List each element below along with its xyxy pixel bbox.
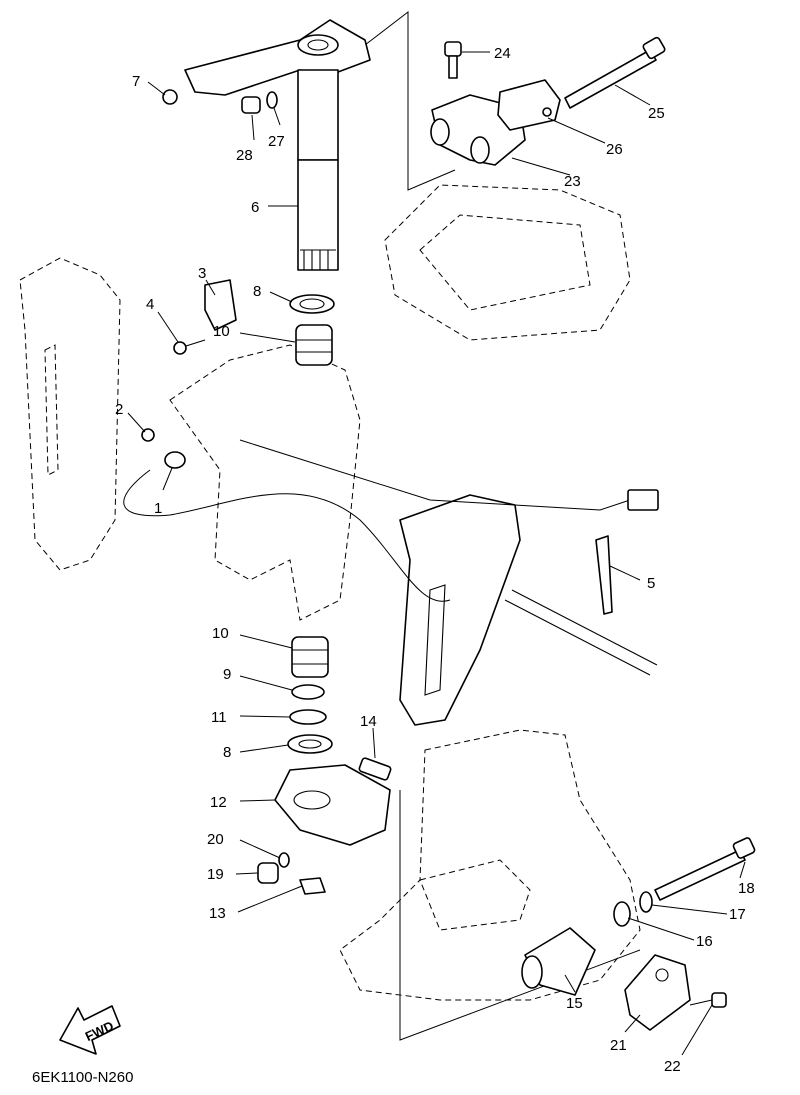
washer-8-bottom xyxy=(287,734,333,754)
wire-lead xyxy=(123,469,451,602)
bushing-15 xyxy=(521,927,596,996)
washer-16 xyxy=(613,901,631,927)
callout-25: 25 xyxy=(648,105,665,122)
callout-5: 5 xyxy=(647,575,655,592)
callout-20: 20 xyxy=(207,831,224,848)
callout-27: 27 xyxy=(268,133,285,150)
callout-26: 26 xyxy=(606,141,623,158)
callout-13: 13 xyxy=(209,905,226,922)
o-ring-9 xyxy=(291,684,325,700)
nut-28 xyxy=(241,96,261,114)
lead-wire-1 xyxy=(164,451,186,469)
assembly-line-bottom xyxy=(399,790,641,1041)
callout-24: 24 xyxy=(494,45,511,62)
housing-12 xyxy=(274,764,391,846)
bushing-bottom-10 xyxy=(291,636,329,678)
callout-7: 7 xyxy=(132,73,140,90)
diagram-code: 6EK1100-N260 xyxy=(32,1069,133,1086)
callout-9: 9 xyxy=(223,666,231,683)
washer-27 xyxy=(266,91,278,109)
bolt-25 xyxy=(564,36,666,109)
cap-19 xyxy=(257,862,279,884)
callout-28: 28 xyxy=(236,147,253,164)
ground-lead xyxy=(239,439,631,511)
callout-15: 15 xyxy=(566,995,583,1012)
cable-tie-5 xyxy=(595,535,613,615)
bracket-3 xyxy=(204,279,237,331)
callout-21: 21 xyxy=(610,1037,627,1054)
washer-11 xyxy=(289,709,327,725)
washer-20 xyxy=(278,852,290,868)
bolt-7 xyxy=(162,89,178,105)
bolt-24 xyxy=(444,41,462,79)
callout-12: 12 xyxy=(210,794,227,811)
plate-26 xyxy=(497,79,561,131)
cover-21 xyxy=(624,954,691,1031)
callout-16: 16 xyxy=(696,933,713,950)
tilt-tube xyxy=(504,589,658,676)
bolt-22 xyxy=(689,992,727,1008)
callout-3: 3 xyxy=(198,265,206,282)
steering-shaft xyxy=(297,69,339,271)
callout-11: 11 xyxy=(211,709,227,726)
clamp-bracket-left xyxy=(19,257,121,571)
pin-14 xyxy=(358,757,392,781)
callout-23: 23 xyxy=(564,173,581,190)
bushing-top-10 xyxy=(295,324,333,366)
callout-4: 4 xyxy=(146,296,154,313)
leader-lines xyxy=(127,51,746,1056)
callout-8-top: 8 xyxy=(253,283,261,300)
callout-17: 17 xyxy=(729,906,746,923)
clip-13 xyxy=(299,877,326,895)
callout-19: 19 xyxy=(207,866,224,883)
callout-1: 1 xyxy=(154,500,162,517)
bolt-4 xyxy=(173,339,206,355)
callout-14: 14 xyxy=(360,713,377,730)
callout-2: 2 xyxy=(115,401,123,418)
swivel-bracket xyxy=(169,344,361,621)
clamp-bracket-right xyxy=(399,494,521,726)
callout-6: 6 xyxy=(251,199,259,216)
bolt-18 xyxy=(654,837,756,901)
callouts: 7 28 27 24 25 26 23 6 3 8 4 10 2 1 5 10 … xyxy=(115,45,755,1075)
callout-10-top: 10 xyxy=(213,323,230,340)
steering-arm xyxy=(184,19,371,96)
washer-8-top xyxy=(289,294,335,314)
fwd-arrow-icon: FWD xyxy=(59,1005,121,1055)
callout-22: 22 xyxy=(664,1058,681,1075)
callout-8-bottom: 8 xyxy=(223,744,231,761)
assembly-line-top xyxy=(364,10,456,191)
connector xyxy=(627,489,659,511)
washer-17 xyxy=(639,891,653,913)
upper-casing-outline xyxy=(384,184,631,341)
callout-10-bottom: 10 xyxy=(212,625,229,642)
callout-18: 18 xyxy=(738,880,755,897)
